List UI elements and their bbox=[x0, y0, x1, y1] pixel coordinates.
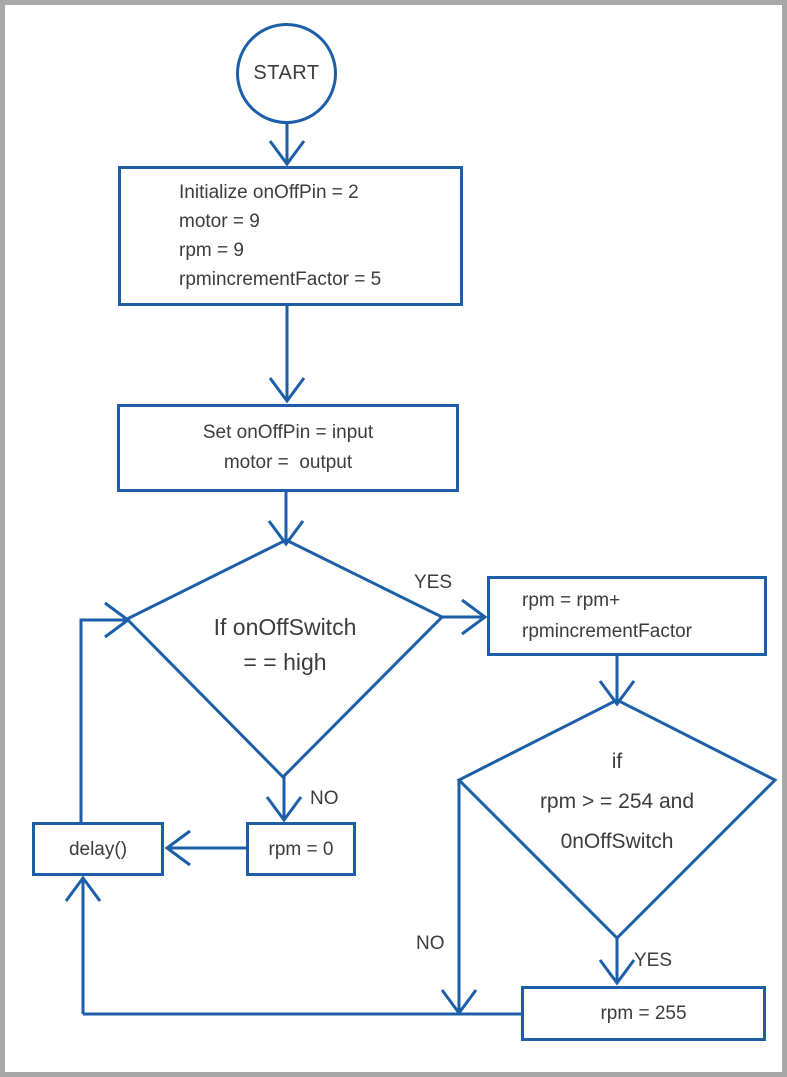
rpm-max-label: rpm = 255 bbox=[600, 1003, 687, 1024]
decision2-line-3: 0nOffSwitch bbox=[560, 830, 674, 853]
arrowhead-right-icon bbox=[461, 598, 488, 636]
edge-label-no-decision1: NO bbox=[310, 788, 339, 809]
rpm-zero-node: rpm = 0 bbox=[246, 822, 356, 876]
connector-increment-decision2 bbox=[598, 655, 636, 707]
connector-decision1-no-rpm0 bbox=[265, 777, 303, 823]
connector-decision2-yes-rpm255 bbox=[598, 938, 636, 986]
init-line-3: rpm = 9 bbox=[179, 240, 244, 261]
arrowhead-left-icon bbox=[164, 829, 191, 867]
decision1-line-2: = = high bbox=[243, 649, 327, 675]
arrowhead-down-icon bbox=[268, 377, 306, 404]
arrowhead-up-icon bbox=[64, 875, 102, 902]
increment-line-2: rpmincrementFactor bbox=[522, 621, 692, 642]
init-node: Initialize onOffPin = 2 motor = 9 rpm = … bbox=[118, 166, 463, 306]
decision2-line-1: if bbox=[611, 750, 623, 773]
rpm-max-node: rpm = 255 bbox=[521, 986, 766, 1041]
init-line-4: rpmincrementFactor = 5 bbox=[179, 269, 382, 290]
arrowhead-down-icon bbox=[598, 959, 636, 986]
connector-init-set bbox=[268, 306, 306, 404]
edge-label-yes-decision2: YES bbox=[634, 950, 673, 971]
connector-decision1-yes-increment bbox=[442, 598, 488, 636]
delay-label: delay() bbox=[68, 838, 128, 860]
increment-line-1: rpm = rpm+ bbox=[522, 590, 621, 611]
connector-decision2-no-rail bbox=[440, 780, 478, 1016]
decision2-line-2: rpm > = 254 and bbox=[539, 790, 695, 813]
init-line-2: motor = 9 bbox=[179, 211, 260, 232]
increment-rpm-node: rpm = rpm+ rpmincrementFactor bbox=[487, 576, 767, 656]
decision-rpm-max-label: if rpm > = 254 and 0nOffSwitch bbox=[487, 742, 747, 862]
connector-start-init bbox=[268, 123, 306, 167]
connector-rpm0-delay bbox=[164, 829, 246, 867]
set-line-1: Set onOffPin = input bbox=[202, 422, 374, 443]
connector-rail-delay bbox=[64, 875, 102, 1014]
edge-label-no-decision2: NO bbox=[416, 933, 445, 954]
decision1-line-1: If onOffSwitch bbox=[213, 614, 357, 640]
set-line-2: motor = output bbox=[223, 452, 353, 473]
connector-delay-decision1-loop bbox=[79, 601, 131, 822]
connector-set-decision1 bbox=[267, 491, 305, 547]
arrowhead-right-icon bbox=[104, 601, 131, 639]
rpm-zero-label: rpm = 0 bbox=[268, 838, 334, 860]
arrowhead-down-icon bbox=[598, 680, 636, 707]
decision-onoffswitch-label: If onOffSwitch = = high bbox=[155, 610, 415, 680]
edge-label-yes-decision1: YES bbox=[414, 572, 453, 593]
arrowhead-down-icon bbox=[267, 520, 305, 547]
set-pins-node: Set onOffPin = input motor = output bbox=[117, 404, 459, 492]
start-label: START bbox=[253, 62, 320, 84]
arrowhead-down-icon bbox=[268, 140, 306, 167]
init-line-1: Initialize onOffPin = 2 bbox=[179, 182, 359, 203]
start-node: START bbox=[236, 23, 337, 124]
delay-node: delay() bbox=[32, 822, 164, 876]
arrowhead-down-icon bbox=[265, 796, 303, 823]
